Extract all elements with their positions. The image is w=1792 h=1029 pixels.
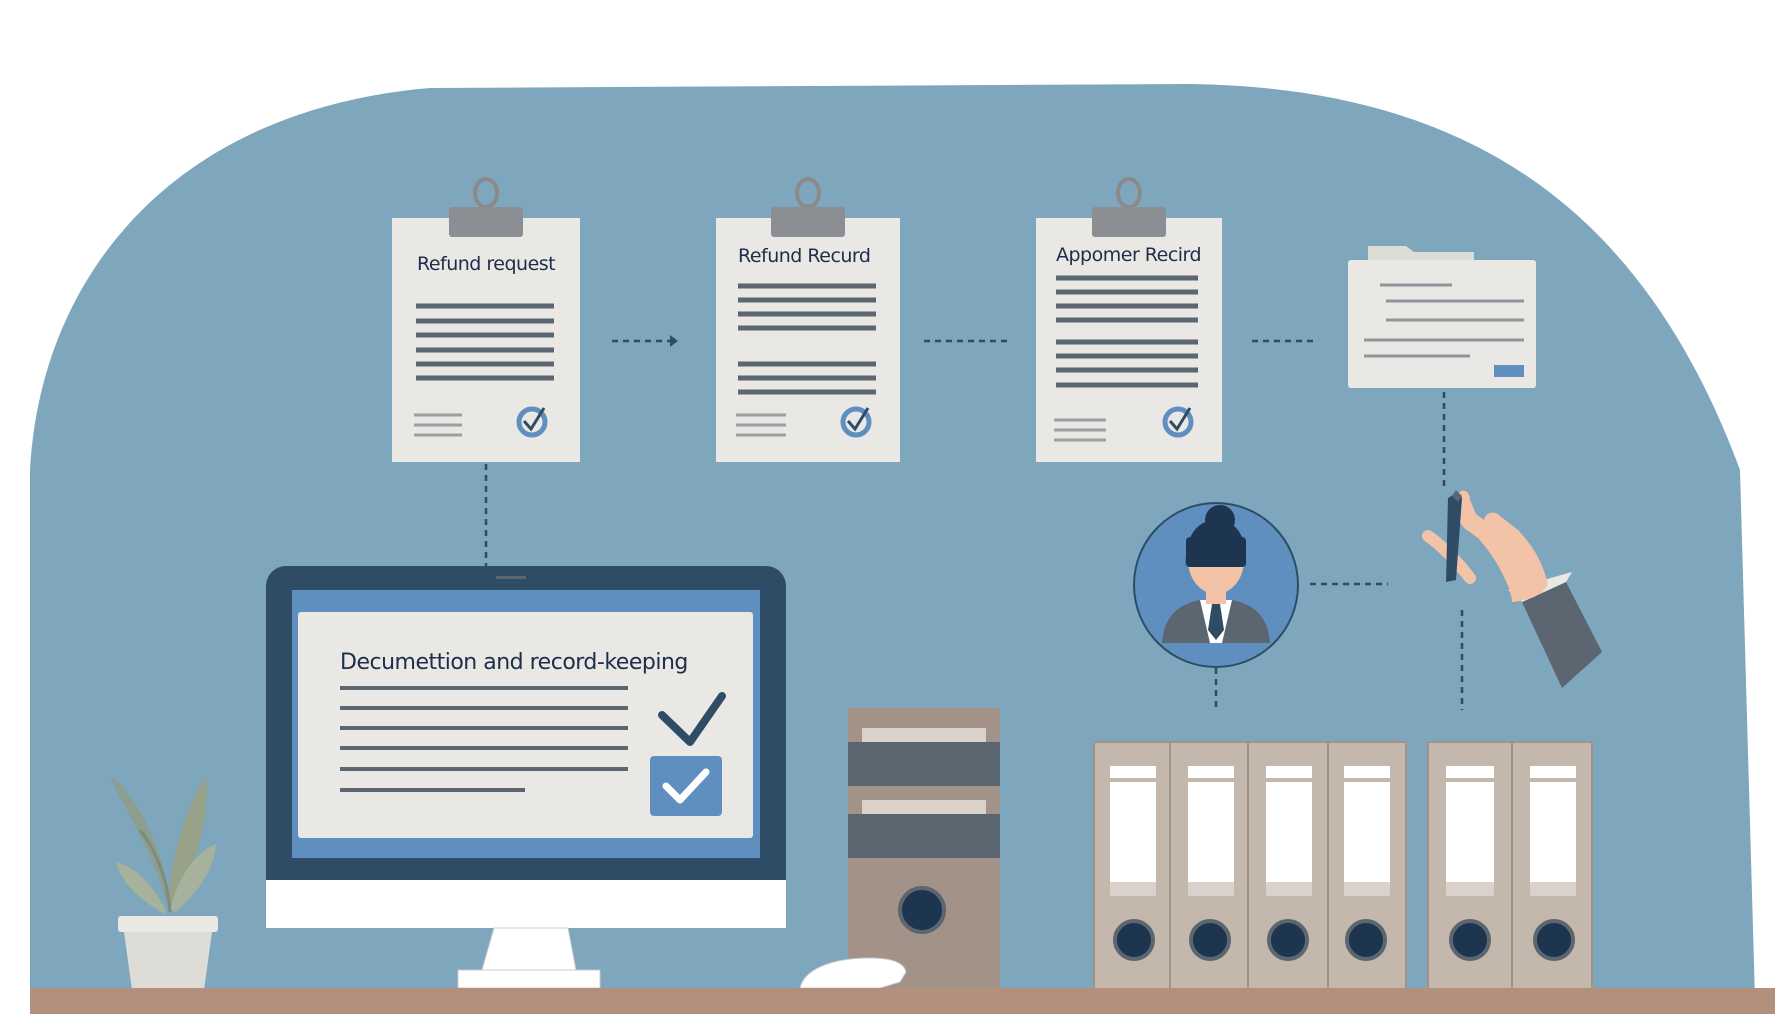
mouse-icon (799, 957, 907, 989)
binder-icon (1327, 741, 1407, 991)
hand-pen-icon (1422, 490, 1602, 688)
document-3-title: Appomer Recird (1056, 244, 1202, 266)
binder-group-2 (1427, 741, 1593, 991)
document-card-3 (1036, 177, 1222, 462)
clipboard-clip-icon (1092, 177, 1166, 237)
binder-icon (1093, 741, 1171, 991)
binder-icon (1247, 741, 1329, 991)
monitor (266, 566, 786, 989)
check-circle-icon (516, 406, 548, 438)
clipboard-clip-icon (449, 177, 523, 237)
binder-group-1 (1093, 741, 1407, 991)
computer-tower-icon (848, 708, 1000, 990)
flow-connector-1 (612, 335, 678, 347)
document-card-2 (716, 177, 900, 462)
plant-icon (110, 776, 218, 990)
check-circle-icon (840, 406, 872, 438)
monitor-stand (481, 927, 577, 971)
binder-icon (1427, 741, 1513, 991)
checkmark-icon (658, 692, 726, 746)
clipboard-clip-icon (771, 177, 845, 237)
document-1-title: Refund request (417, 253, 556, 275)
folder-icon (1348, 246, 1536, 388)
check-circle-icon (1162, 406, 1194, 438)
document-2-title: Refund Recurd (738, 245, 871, 267)
checkbox-checked-icon (650, 756, 722, 816)
binder-icon (1511, 741, 1593, 991)
binder-icon (1169, 741, 1249, 991)
shelf (30, 988, 1775, 1014)
document-card-1 (392, 177, 580, 462)
vertical-connectors (484, 392, 1464, 710)
arrow-right-icon (670, 335, 678, 347)
person-avatar-icon (1133, 502, 1299, 668)
monitor-screen-title: Decumettion and record-keeping (340, 650, 688, 675)
